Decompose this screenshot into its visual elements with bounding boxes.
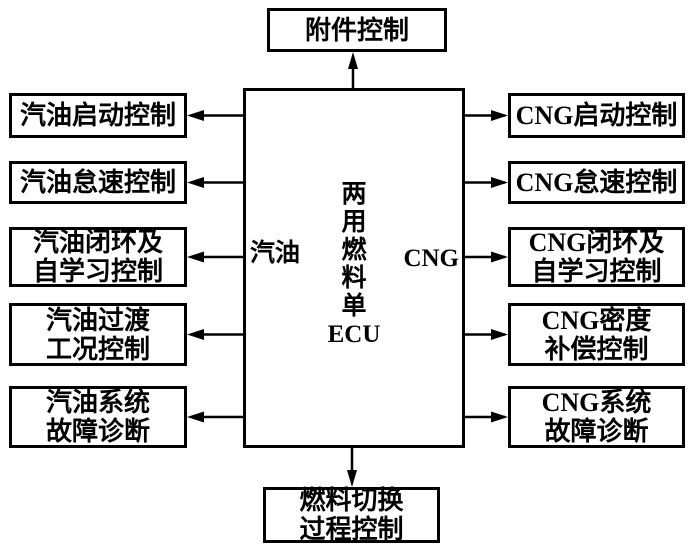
box-label: 汽油闭环及 自学习控制 <box>32 228 163 286</box>
arrow-ecu-to-gasoline-closedloop <box>187 251 244 263</box>
box-label: 汽油过渡 工况控制 <box>45 305 150 364</box>
arrow-ecu-to-cng-start <box>464 110 508 121</box>
box-cng-idle-control: CNG怠速控制 <box>508 161 685 204</box>
box-cng-fault-diagnosis: CNG系统 故障诊断 <box>508 386 685 448</box>
arrow-ecu-to-fuel-switch <box>347 446 357 487</box>
box-gasoline-closedloop-control: 汽油闭环及 自学习控制 <box>9 227 187 287</box>
box-label: 汽油系统 故障诊断 <box>45 388 150 446</box>
box-label: CNG启动控制 <box>515 101 678 130</box>
arrow-ecu-to-gasoline-diagnosis <box>187 411 244 423</box>
arrow-ecu-to-cng-closedloop <box>464 251 508 263</box>
box-cng-density-compensation: CNG密度 补偿控制 <box>508 303 685 366</box>
box-label: CNG系统 故障诊断 <box>541 388 652 446</box>
arrow-ecu-to-cng-density <box>464 329 508 340</box>
arrow-ecu-to-cng-diagnosis <box>464 411 508 423</box>
box-accessory-control: 附件控制 <box>267 8 447 52</box>
arrow-ecu-to-cng-idle <box>464 177 508 188</box>
ecu-vertical-label: 两 用 燃 料 单 ECU <box>327 181 381 348</box>
gasoline-port-label: 汽油 <box>250 240 301 267</box>
box-label: 汽油怠速控制 <box>19 168 176 197</box>
box-label: CNG怠速控制 <box>515 168 678 197</box>
arrow-ecu-to-gasoline-start <box>187 110 244 121</box>
box-label: 汽油启动控制 <box>19 101 176 130</box>
box-gasoline-start-control: 汽油启动控制 <box>9 93 187 138</box>
box-label: 燃料切换 过程控制 <box>299 486 404 544</box>
box-gasoline-idle-control: 汽油怠速控制 <box>9 161 187 204</box>
cng-port-label: CNG <box>403 245 459 272</box>
arrow-ecu-to-gasoline-idle <box>187 177 244 188</box>
box-gasoline-fault-diagnosis: 汽油系统 故障诊断 <box>9 386 187 448</box>
box-label: CNG密度 补偿控制 <box>541 305 652 364</box>
arrow-ecu-to-gasoline-transition <box>187 329 244 340</box>
box-label: 附件控制 <box>304 15 409 45</box>
box-gasoline-transition-control: 汽油过渡 工况控制 <box>9 303 187 366</box>
box-cng-start-control: CNG启动控制 <box>508 93 685 138</box>
box-label: CNG闭环及 自学习控制 <box>528 228 665 286</box>
arrow-ecu-to-accessory <box>348 52 358 90</box>
box-fuel-switch-process-control: 燃料切换 过程控制 <box>263 486 440 544</box>
box-dual-fuel-ecu: 两 用 燃 料 单 ECU 汽油 CNG <box>243 88 465 448</box>
box-cng-closedloop-control: CNG闭环及 自学习控制 <box>508 227 685 287</box>
